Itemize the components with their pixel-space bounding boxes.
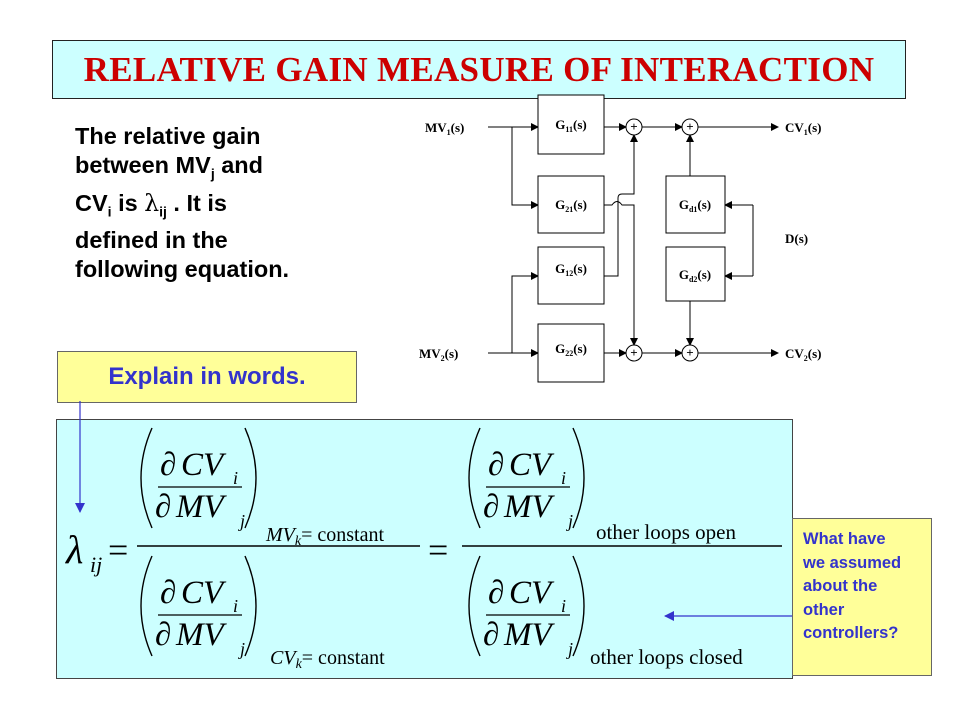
assumption-line: other — [803, 600, 845, 619]
eq-denominator-mv: MV — [175, 489, 227, 525]
eq-lambda: λ — [65, 527, 83, 572]
eq-partial: ∂ — [160, 447, 176, 483]
label-mv2: MV2(s) — [419, 346, 458, 363]
eq-partial: ∂ — [483, 489, 499, 525]
eq-sub-j: j — [566, 639, 573, 659]
explain-label: Explain in words. — [108, 363, 306, 390]
intro-line-4: defined in the — [75, 227, 228, 254]
label-cv1: CV1(s) — [785, 120, 822, 137]
eq-numerator-cv: CV — [181, 575, 227, 611]
eq-equals-1: = — [108, 530, 128, 570]
eq-sub-i: i — [561, 596, 566, 616]
sum-sign: + — [630, 119, 637, 134]
eq-partial: ∂ — [155, 489, 171, 525]
label-mv1: MV1(s) — [425, 120, 464, 137]
eq-denominator-mv: MV — [175, 617, 227, 653]
sum-sign: + — [686, 345, 693, 360]
paren-left — [468, 427, 481, 529]
eq-partial: ∂ — [483, 617, 499, 653]
block-g22 — [537, 323, 605, 383]
assumption-line: controllers? — [803, 624, 899, 642]
paren-right — [244, 427, 257, 529]
intro-line-5: following equation. — [75, 256, 290, 283]
label-g21: G21(s) — [555, 197, 587, 214]
label-g11: G11(s) — [555, 117, 586, 134]
eq-numerator-cv: CV — [509, 447, 555, 483]
eq-sub-j: j — [238, 639, 245, 659]
eq-numerator-cv: CV — [509, 575, 555, 611]
eq-partial: ∂ — [160, 575, 176, 611]
assumption-line: What have — [803, 530, 886, 548]
block-g12 — [537, 246, 605, 305]
intro-text: The relative gain between MVj and CVi is… — [75, 122, 365, 284]
wire-mv1-g21 — [511, 127, 539, 209]
eq-condition-4: other loops closed — [590, 645, 743, 669]
eq-denominator-mv: MV — [503, 617, 555, 653]
lambda-symbol: λ — [144, 188, 160, 217]
equation-panel — [56, 419, 793, 679]
title-box: RELATIVE GAIN MEASURE OF INTERACTION — [52, 40, 906, 99]
eq-lambda-sub: ij — [90, 552, 102, 577]
relative-gain-equation: λ ij = = ∂ CV i ∂ MV j MVk= constant ∂ C… — [65, 427, 782, 672]
page-title: RELATIVE GAIN MEASURE OF INTERACTION — [83, 49, 875, 89]
sum-junction-1 — [625, 118, 643, 136]
label-g12: G12(s) — [555, 261, 587, 278]
eq-sub-j: j — [566, 511, 573, 531]
eq-equals-2: = — [428, 530, 448, 570]
intro-line-2: between MVj and — [75, 152, 264, 182]
paren-left — [140, 427, 153, 529]
eq-denominator-mv: MV — [503, 489, 555, 525]
block-g21 — [537, 175, 605, 234]
sum-junction-2 — [681, 118, 699, 136]
sum-sign: + — [686, 119, 693, 134]
label-gd1: Gd1(s) — [679, 197, 711, 214]
eq-condition-1: MVk= constant — [265, 524, 384, 549]
intro-line-1: The relative gain — [75, 123, 261, 149]
eq-condition-2: CVk= constant — [270, 647, 385, 672]
eq-numerator-cv: CV — [181, 447, 227, 483]
eq-partial: ∂ — [155, 617, 171, 653]
label-cv2: CV2(s) — [785, 346, 822, 363]
label-disturbance: D(s) — [785, 231, 808, 246]
eq-sub-i: i — [233, 468, 238, 488]
eq-sub-i: i — [561, 468, 566, 488]
assumption-line: we assumed — [803, 553, 902, 572]
block-diagram: + + + + G11(s) G21(s) G12(s) G22(s) Gd1(… — [419, 94, 822, 383]
sum-junction-3 — [625, 344, 643, 362]
paren-right — [572, 427, 585, 529]
paren-right — [244, 555, 257, 657]
paren-left — [140, 555, 153, 657]
block-gd2 — [665, 246, 726, 302]
wire-g12-riser — [604, 215, 619, 277]
intro-line-3: CVi is λij . It is — [75, 188, 227, 220]
wire-mv2-g12 — [511, 272, 539, 353]
explain-callout: Explain in words. — [57, 351, 357, 403]
label-gd2: Gd2(s) — [679, 267, 711, 284]
eq-sub-j: j — [238, 511, 245, 531]
label-g22: G22(s) — [555, 341, 587, 358]
assumption-callout: What have we assumed about the other con… — [792, 518, 932, 676]
wire-g21-sum3 — [604, 201, 638, 346]
block-gd1 — [665, 175, 726, 234]
eq-sub-i: i — [233, 596, 238, 616]
eq-partial: ∂ — [488, 575, 504, 611]
assumption-line: about the — [803, 577, 878, 595]
wire-g12-sum1 — [617, 134, 638, 215]
paren-right — [572, 555, 585, 657]
eq-condition-3: other loops open — [596, 520, 736, 544]
eq-partial: ∂ — [488, 447, 504, 483]
paren-left — [468, 555, 481, 657]
block-g11 — [537, 94, 605, 155]
sum-sign: + — [630, 345, 637, 360]
sum-junction-4 — [681, 344, 699, 362]
